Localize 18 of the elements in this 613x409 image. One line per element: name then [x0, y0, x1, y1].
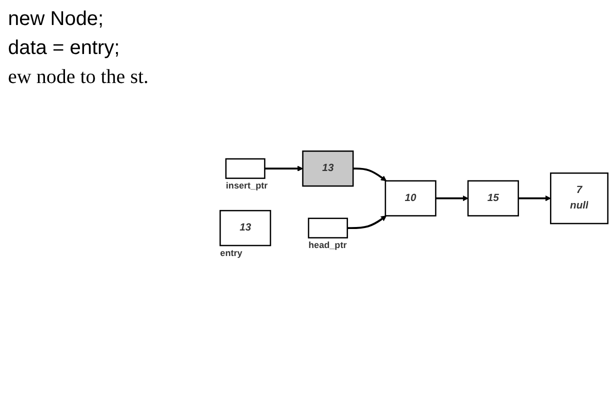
code-note: new Node;: [8, 8, 105, 31]
pointer-name: head_ptr: [308, 240, 347, 250]
arrow: [436, 195, 468, 202]
code-note: data = entry;: [8, 37, 121, 60]
node-box: [308, 218, 348, 238]
pointer-name: insert_ptr: [226, 180, 268, 191]
node-box: 15: [467, 180, 519, 216]
code-note: ew node to the st.: [8, 66, 150, 89]
pointer-name: entry: [220, 248, 242, 258]
arrow: [347, 216, 387, 230]
node-box: 7 null: [550, 172, 608, 224]
arrow: [264, 166, 304, 172]
arrow: [353, 168, 387, 182]
node-box: [225, 158, 266, 179]
node-box: 13: [302, 150, 354, 187]
arrow: [518, 195, 551, 202]
node-box: 13: [220, 210, 272, 246]
node-box: 10: [384, 180, 436, 216]
